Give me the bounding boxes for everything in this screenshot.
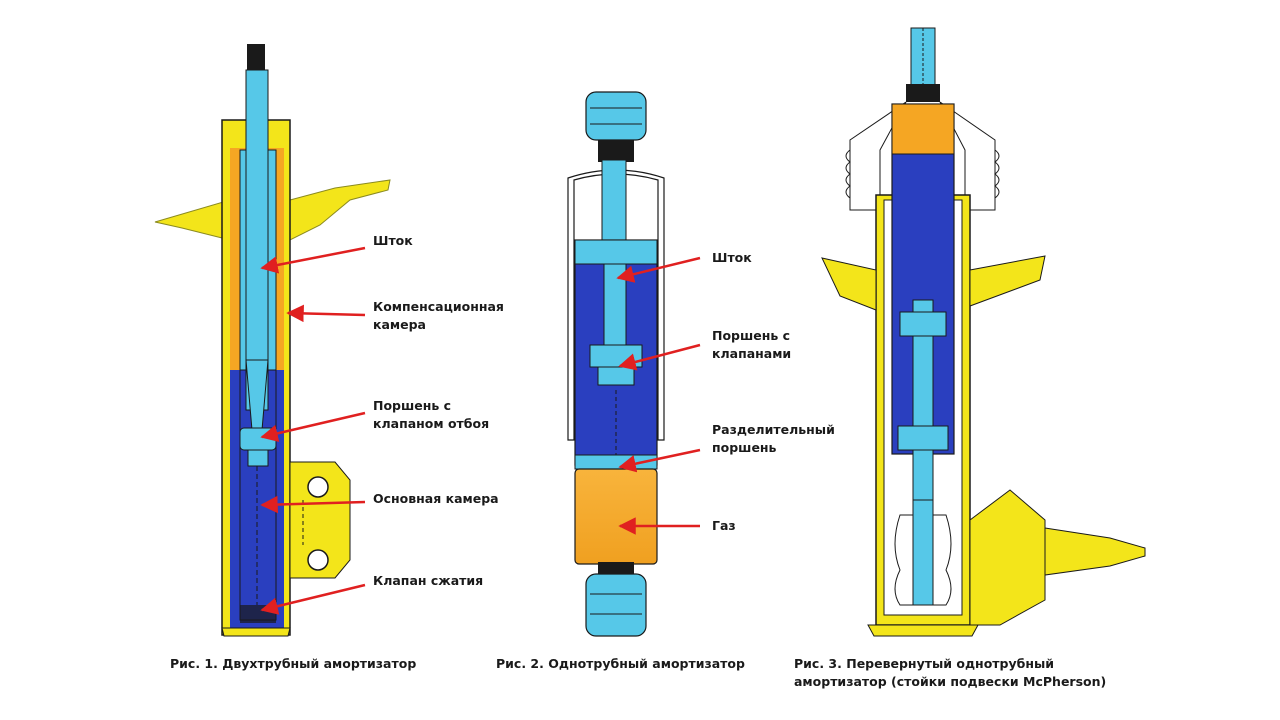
arrow-compression-valve xyxy=(260,583,366,615)
label-piston-2a: Поршень с xyxy=(712,328,790,343)
label-compression-valve: Клапан сжатия xyxy=(373,573,483,588)
arrow-main-chamber xyxy=(260,495,366,514)
arrow-compensation xyxy=(286,304,366,323)
label-compensation-2: камера xyxy=(373,317,426,332)
caption-figure1: Рис. 1. Двухтрубный амортизатор xyxy=(170,656,416,671)
arrow-separating-piston xyxy=(618,448,701,473)
label-gas: Газ xyxy=(712,518,736,533)
arrow-piston-2 xyxy=(618,343,701,371)
caption-figure3-line1: Рис. 3. Перевернутый однотрубный xyxy=(794,656,1054,671)
label-piston-1b: клапаном отбоя xyxy=(373,416,489,431)
figure2-mono-tube-shock: Шток Поршень с клапанами Разделительный … xyxy=(496,91,835,671)
caption-figure3-line2: амортизатор (стойки подвески McPherson) xyxy=(794,674,1106,689)
label-compensation-1: Компенсационная xyxy=(373,299,504,314)
arrow-rod-1 xyxy=(260,246,366,274)
arrow-rod-2 xyxy=(616,256,701,283)
label-rod-1: Шток xyxy=(373,233,413,248)
figure3-inverted-shock: Рис. 3. Перевернутый однотрубный амортиз… xyxy=(794,27,1146,689)
caption-figure2: Рис. 2. Однотрубный амортизатор xyxy=(496,656,745,671)
label-separating-2: поршень xyxy=(712,440,777,455)
label-main-chamber: Основная камера xyxy=(373,491,499,506)
arrow-piston-1 xyxy=(260,411,366,442)
label-separating-1: Разделительный xyxy=(712,422,835,437)
label-rod-2: Шток xyxy=(712,250,752,265)
figure1-twin-tube-shock: Шток Компенсационная камера Поршень с кл… xyxy=(154,44,504,671)
label-piston-1a: Поршень с xyxy=(373,398,451,413)
label-piston-2b: клапанами xyxy=(712,346,791,361)
